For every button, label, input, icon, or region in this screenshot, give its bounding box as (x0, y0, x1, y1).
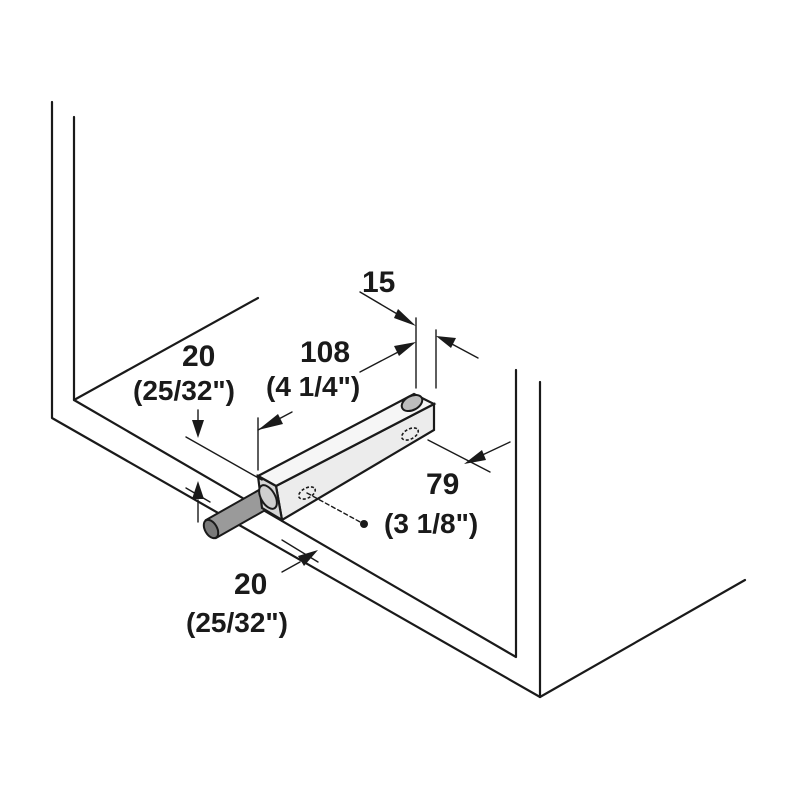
dimension-79: 79 (3 1/8") (384, 439, 511, 539)
dimension-20-side: 20 (25/32") (185, 487, 319, 638)
dim-79-inch: (3 1/8") (384, 508, 478, 539)
dim-20-height-mm: 20 (182, 340, 215, 373)
dim-108-mm: 108 (300, 336, 350, 369)
push-latch-body (202, 392, 437, 540)
screw-hole-back (400, 427, 420, 441)
screw-point (360, 520, 368, 528)
top-hole (400, 393, 424, 413)
dim-20-side-mm: 20 (234, 568, 267, 601)
screw-hole-front (297, 486, 317, 500)
dimension-20-height: 20 (25/32") (133, 340, 263, 523)
dim-108-inch: (4 1/4") (266, 371, 360, 402)
dimension-15: 15 (359, 266, 479, 389)
dim-20-height-inch: (25/32") (133, 375, 235, 406)
dim-79-mm: 79 (426, 468, 459, 501)
dimension-108: 108 (4 1/4") (257, 336, 416, 471)
collar (258, 484, 278, 510)
dim-15-mm: 15 (362, 266, 395, 299)
cabinet-outline (50, 100, 747, 699)
dim-20-side-inch: (25/32") (186, 607, 288, 638)
